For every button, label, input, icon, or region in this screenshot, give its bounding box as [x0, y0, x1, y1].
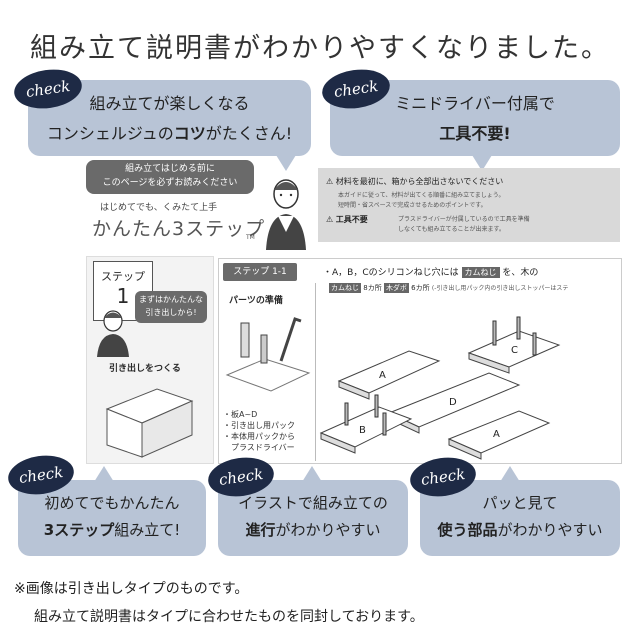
instruction-text: を、木の [502, 268, 539, 278]
step11-panel: ステップ 1-1 ・A，B，Cのシリコンねじ穴には カムねじ を、木の カムねじ… [218, 258, 622, 464]
bubble-emphasis: 進行 [245, 521, 276, 539]
step-number: 1 [116, 284, 130, 308]
boards-illustration: A C D B A [319, 316, 561, 460]
warning-subtext: 本ガイドに従って、材料が出てくる順番に組み立てましょう。 [338, 192, 505, 199]
board-label-b: B [359, 425, 366, 436]
bubble-text: がわかりやすい [275, 521, 381, 539]
bubble-text: パッと見て [482, 494, 558, 512]
bubble-text: 初めてでもかんたん [44, 494, 180, 512]
warning-icon: ⚠ [326, 215, 334, 224]
concierge-small-illustration [97, 310, 129, 357]
step-label: ステップ [101, 270, 145, 283]
parts-prep-label: パーツの準備 [229, 296, 283, 306]
board-label-d: D [449, 397, 457, 408]
speech-line: 引き出しから! [145, 308, 197, 317]
instruction-note: (-引き出し用パック内の引き出しストッパーはステ [431, 285, 569, 292]
parts-illustration [225, 317, 311, 392]
warning-subtext: しなくても組み立てることが出来ます。 [398, 226, 505, 233]
bubble-text: イラストで組み立ての [238, 494, 388, 512]
parts-list-item: ・引き出し用パック [223, 421, 295, 430]
bubble-emphasis: 工具不要! [439, 124, 511, 143]
drawer-illustration [105, 388, 194, 458]
read-first-line: 組み立てはじめる前に [125, 164, 215, 174]
instruction-text: ・A，B，Cのシリコンねじ穴には [323, 268, 459, 278]
bubble-emphasis: 使う部品 [437, 521, 498, 539]
manual-brand: かんたん3ステップ [92, 218, 266, 240]
trademark: TM [246, 234, 255, 241]
footnote: 組み立て説明書はタイプに合わせたものを同封しております。 [34, 609, 424, 625]
step-speech: まずはかんたんな 引き出しから! [135, 291, 207, 323]
step-caption: 引き出しをつくる [109, 364, 181, 374]
bubble-text: がわかりやすい [497, 521, 603, 539]
bubble-emphasis: コツ [173, 124, 206, 143]
feature-bubble-progress: イラストで組み立ての 進行がわかりやすい [218, 480, 408, 556]
warning-icon: ⚠ [326, 177, 334, 186]
step1-panel: ステップ 1 まずはかんたんな 引き出しから! 引き出しをつくる [86, 256, 214, 464]
bubble-text: がたくさん! [205, 124, 293, 143]
footnote: ※画像は引き出しタイプのものです。 [14, 581, 249, 597]
bubble-text: 組み立てが楽しくなる [89, 94, 250, 113]
warning-label: 工具不要 [335, 215, 368, 224]
divider [315, 283, 316, 461]
warning-subtext: プラスドライバーが付属しているので工具を準備 [398, 216, 530, 223]
step11-label: ステップ 1-1 [223, 263, 297, 281]
bubble-tail [472, 155, 492, 171]
warning-text: 材料を最初に、箱から全部出さないでください [335, 177, 504, 186]
feature-bubble-tips: 組み立てが楽しくなる コンシェルジュのコツがたくさん! [28, 80, 311, 156]
bubble-tail [276, 155, 296, 171]
part-count: 8カ所 [363, 284, 382, 292]
bubble-text: コンシェルジュの [46, 124, 174, 143]
page-title: 組み立て説明書がわかりやすくなりました。 [30, 33, 610, 64]
kamu-tag: カムねじ [461, 267, 500, 278]
read-first-line: このページを必ずお読みください [102, 178, 238, 188]
warning-panel: ⚠ 材料を最初に、箱から全部出さないでください 本ガイドに従って、材料が出てくる… [318, 168, 620, 242]
warning-subtext: 短時間・省スペースで完成させるためのポイントです。 [338, 202, 487, 209]
bubble-text: 組み立て! [114, 521, 181, 539]
concierge-illustration [266, 179, 306, 250]
parts-list-item: プラスドライバー [231, 443, 295, 452]
parts-list-item: ・本体用パックから [223, 432, 295, 441]
bubble-text: ミニドライバー付属で [395, 94, 555, 113]
kamu-tag: カムねじ [329, 283, 361, 293]
board-label-a2: A [493, 429, 500, 440]
dabo-tag: 木ダボ [383, 283, 409, 293]
read-first-box: 組み立てはじめる前に このページを必ずお読みください [86, 160, 254, 194]
manual-header: 組み立てはじめる前に このページを必ずお読みください はじめてでも、くみたて上手… [86, 160, 311, 250]
parts-list-item: ・板A~D [223, 410, 258, 419]
manual-subtitle: はじめてでも、くみたて上手 [100, 203, 218, 213]
board-label-a: A [379, 370, 386, 381]
board-label-c: C [511, 345, 518, 356]
speech-line: まずはかんたんな [139, 295, 203, 304]
bubble-emphasis: 3ステップ [43, 521, 115, 539]
part-count: 6カ所 [411, 284, 430, 292]
